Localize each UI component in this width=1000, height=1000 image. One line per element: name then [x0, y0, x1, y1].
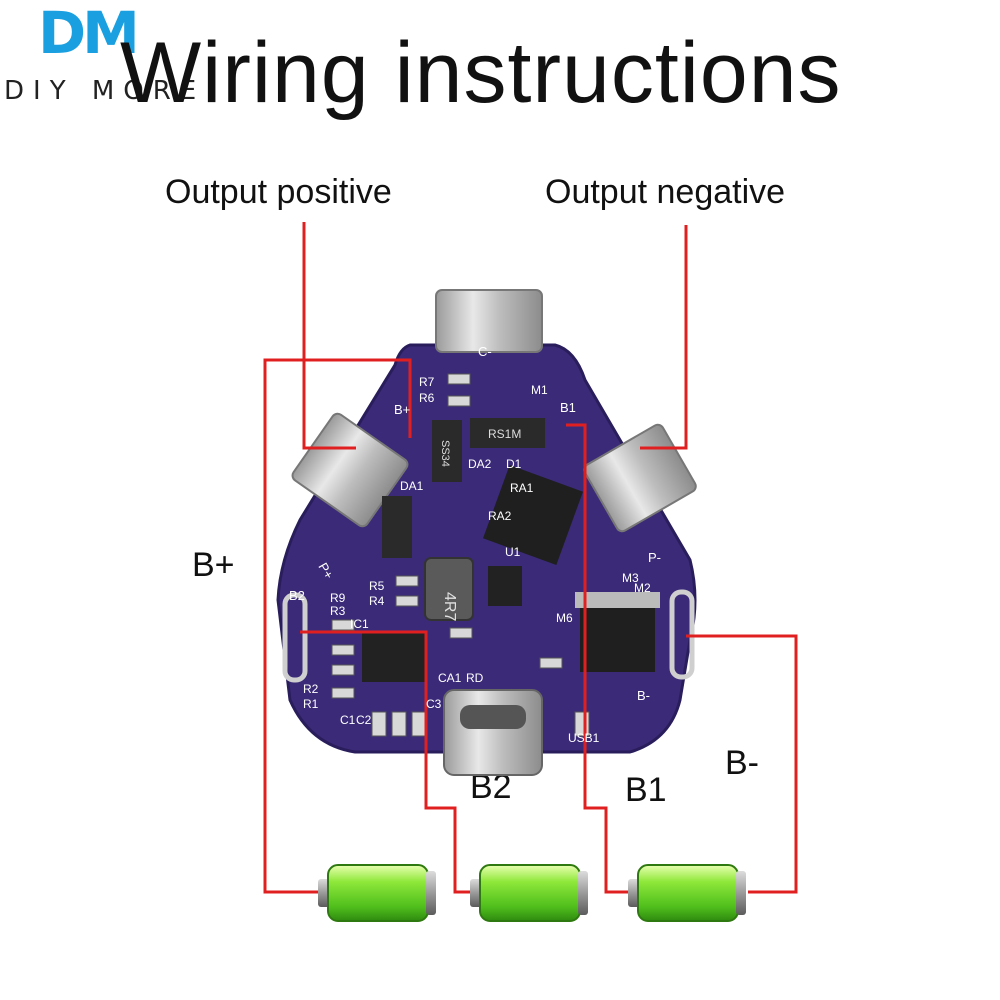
silk-ca1: CA1 — [438, 671, 462, 685]
silk-c3: C3 — [426, 697, 442, 711]
silk-u1: U1 — [505, 545, 521, 559]
silk-p-minus: P- — [648, 550, 661, 565]
silk-r6: R6 — [419, 391, 435, 405]
silk-m3: M3 — [622, 571, 639, 585]
silk-c-minus: C- — [478, 344, 492, 359]
battery-2 — [470, 864, 588, 922]
c-minus-terminal — [435, 289, 543, 353]
silk-r2: R2 — [303, 682, 319, 696]
silk-m2: M2 — [634, 581, 651, 595]
p-plus-terminal — [291, 412, 409, 528]
silk-r7: R7 — [419, 375, 435, 389]
silk-da2: DA2 — [468, 457, 492, 471]
wire-b1 — [566, 423, 633, 894]
usb-c-port — [443, 689, 543, 776]
silk-b-minus: B- — [637, 688, 650, 703]
logo-mark: DM — [38, 0, 140, 67]
label-b-plus: B+ — [192, 546, 235, 584]
wire-b2 — [300, 630, 475, 894]
label-output-negative: Output negative — [545, 173, 786, 211]
silk-r3: R3 — [330, 604, 346, 618]
silk-r1: R1 — [303, 697, 319, 711]
silk-p-plus: P+ — [315, 560, 336, 582]
silk-rd: RD — [466, 671, 484, 685]
silk-b1: B1 — [560, 400, 576, 415]
silkscreen-labels: B+ B- B1 B2 P+ P- C- 4R7 DA1 DA2 D1 M1 M… — [289, 344, 661, 745]
silk-ss34: SS34 — [439, 440, 451, 467]
wire-b-minus — [686, 634, 798, 894]
silk-ra2: RA2 — [488, 509, 512, 523]
silk-b2: B2 — [289, 588, 305, 603]
label-output-positive: Output positive — [165, 173, 392, 211]
silk-d1: D1 — [506, 457, 522, 471]
wire-output-negative — [640, 225, 688, 450]
pcb-board — [276, 289, 697, 776]
silk-inductor: 4R7 — [441, 592, 458, 621]
label-b-minus: B- — [725, 744, 759, 782]
silk-da1: DA1 — [400, 479, 424, 493]
silk-r9: R9 — [330, 591, 346, 605]
silk-c2: C2 — [356, 713, 372, 727]
wire-b-plus — [263, 358, 412, 894]
silk-ic1: IC1 — [350, 617, 369, 631]
page-title: Wiring instructions — [120, 25, 842, 121]
brand-logo: DM DIY MORE — [0, 0, 260, 110]
silk-r4: R4 — [369, 594, 385, 608]
battery-3 — [628, 864, 746, 922]
logo-text: DIY MORE — [4, 76, 206, 106]
silk-ra1: RA1 — [510, 481, 534, 495]
wire-output-positive — [302, 222, 356, 450]
silk-m1: M1 — [531, 383, 548, 397]
battery-1 — [318, 864, 436, 922]
silk-b-plus: B+ — [394, 402, 410, 417]
wires — [263, 222, 798, 894]
label-b1: B1 — [625, 771, 667, 809]
silk-usb1: USB1 — [568, 731, 600, 745]
p-minus-terminal — [583, 423, 697, 533]
silk-rs1m: RS1M — [488, 427, 521, 441]
silk-r5: R5 — [369, 579, 385, 593]
silk-m6: M6 — [556, 611, 573, 625]
silk-c1: C1 — [340, 713, 356, 727]
